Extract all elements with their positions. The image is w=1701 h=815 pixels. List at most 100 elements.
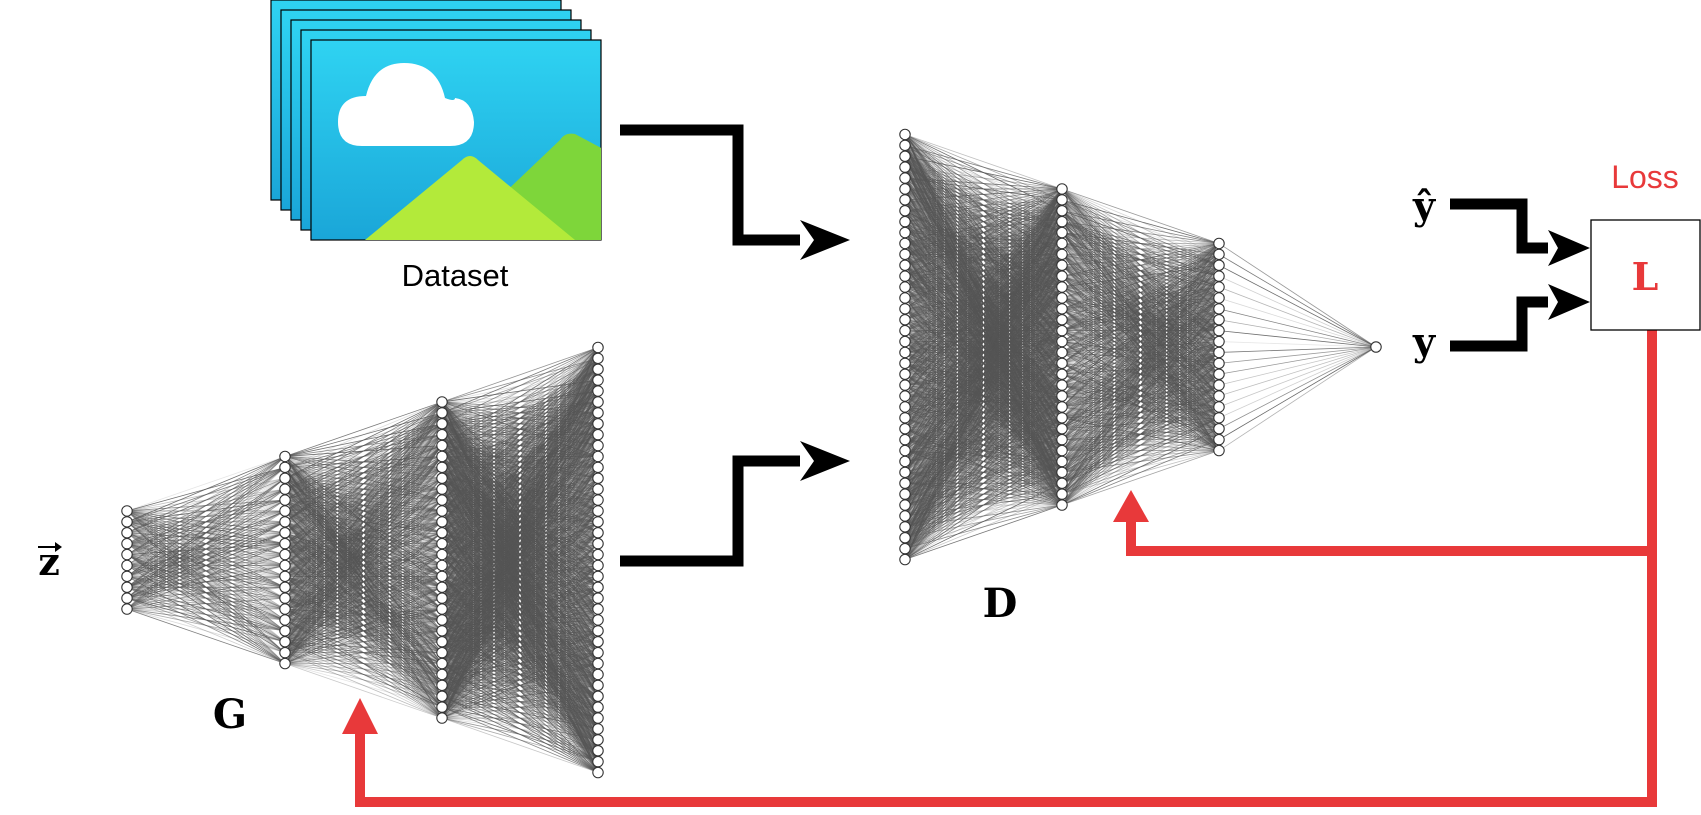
network-edge xyxy=(284,554,443,664)
network-edge xyxy=(284,652,443,686)
network-edge xyxy=(126,467,286,599)
network-edge xyxy=(284,456,443,664)
network-node xyxy=(1056,226,1068,239)
generator-network xyxy=(121,341,604,779)
network-node xyxy=(436,439,448,452)
network-edge xyxy=(284,401,443,512)
network-node xyxy=(1213,303,1225,315)
network-edge xyxy=(441,652,599,719)
network-edge xyxy=(441,706,599,719)
network-edge xyxy=(126,456,286,566)
network-node xyxy=(899,510,911,522)
network-edge xyxy=(441,369,599,632)
network-edge xyxy=(441,717,599,741)
network-node xyxy=(899,542,911,555)
network-edge xyxy=(441,347,599,577)
network-edge xyxy=(441,379,599,697)
network-node xyxy=(592,679,604,692)
network-node xyxy=(121,516,133,528)
network-node xyxy=(899,444,911,457)
network-node xyxy=(279,494,291,506)
network-node xyxy=(592,625,604,637)
network-edge xyxy=(284,401,443,523)
network-edge xyxy=(284,423,443,642)
network-node xyxy=(279,516,291,528)
network-edge xyxy=(1218,346,1377,408)
noise-vector-label: z xyxy=(38,539,62,584)
network-node xyxy=(1213,357,1225,370)
network-node xyxy=(899,433,911,446)
network-node xyxy=(121,570,133,583)
network-edge xyxy=(441,358,599,708)
network-edge xyxy=(126,608,286,621)
network-edge xyxy=(284,630,443,664)
network-node xyxy=(1056,477,1068,489)
network-node xyxy=(1213,422,1225,435)
network-edge xyxy=(284,412,443,632)
network-node xyxy=(279,592,291,604)
network-edge xyxy=(126,456,286,534)
network-edge xyxy=(126,477,286,599)
network-edge xyxy=(904,199,1063,288)
network-edge xyxy=(284,401,443,490)
network-node xyxy=(436,483,448,495)
network-node xyxy=(592,450,604,463)
network-node xyxy=(279,472,291,484)
network-node xyxy=(1213,281,1225,293)
network-edge xyxy=(441,347,599,512)
network-edge xyxy=(284,499,443,664)
network-edge xyxy=(284,401,443,664)
network-edge xyxy=(441,521,599,719)
network-edge xyxy=(284,467,443,664)
network-edge xyxy=(441,717,599,763)
network-edge xyxy=(284,477,443,664)
network-edge xyxy=(126,456,286,577)
network-node xyxy=(899,521,911,533)
network-edge xyxy=(904,144,1063,190)
network-edge xyxy=(284,576,443,664)
network-edge xyxy=(284,532,443,664)
network-node xyxy=(1213,237,1225,250)
generator-layer-3 xyxy=(436,396,448,724)
network-edge xyxy=(126,597,286,610)
network-node xyxy=(592,407,604,419)
network-edge xyxy=(441,358,599,479)
loss-title: Loss xyxy=(1611,159,1679,195)
network-node xyxy=(1213,270,1225,282)
network-node xyxy=(1056,292,1068,304)
network-edge xyxy=(441,347,599,501)
network-edge xyxy=(284,401,443,544)
network-node xyxy=(899,215,911,228)
network-edge xyxy=(284,586,443,664)
network-node xyxy=(279,526,291,539)
network-node xyxy=(592,690,604,702)
network-node xyxy=(1056,248,1068,261)
network-edge xyxy=(284,663,443,708)
network-edge xyxy=(441,347,599,697)
network-edge xyxy=(441,412,599,719)
network-edge xyxy=(441,347,599,555)
network-edge xyxy=(284,652,443,675)
network-node xyxy=(1056,303,1068,315)
network-node xyxy=(592,668,604,681)
network-node xyxy=(1056,444,1068,457)
prediction-label: ŷ xyxy=(1412,183,1436,228)
network-node xyxy=(279,570,291,583)
network-edge xyxy=(284,477,443,653)
network-edge xyxy=(441,347,599,664)
network-edge xyxy=(126,456,286,599)
network-edge xyxy=(284,521,443,664)
network-edge xyxy=(441,597,599,708)
network-node xyxy=(592,341,604,354)
network-node xyxy=(899,531,911,544)
network-edge xyxy=(126,608,286,632)
network-node xyxy=(436,625,448,637)
network-node xyxy=(899,357,911,370)
network-edge xyxy=(284,423,443,664)
network-node xyxy=(899,226,911,239)
generator-to-discriminator-arrow xyxy=(620,441,850,567)
network-edge xyxy=(441,347,599,686)
network-node xyxy=(436,690,448,702)
network-edge xyxy=(441,347,599,642)
